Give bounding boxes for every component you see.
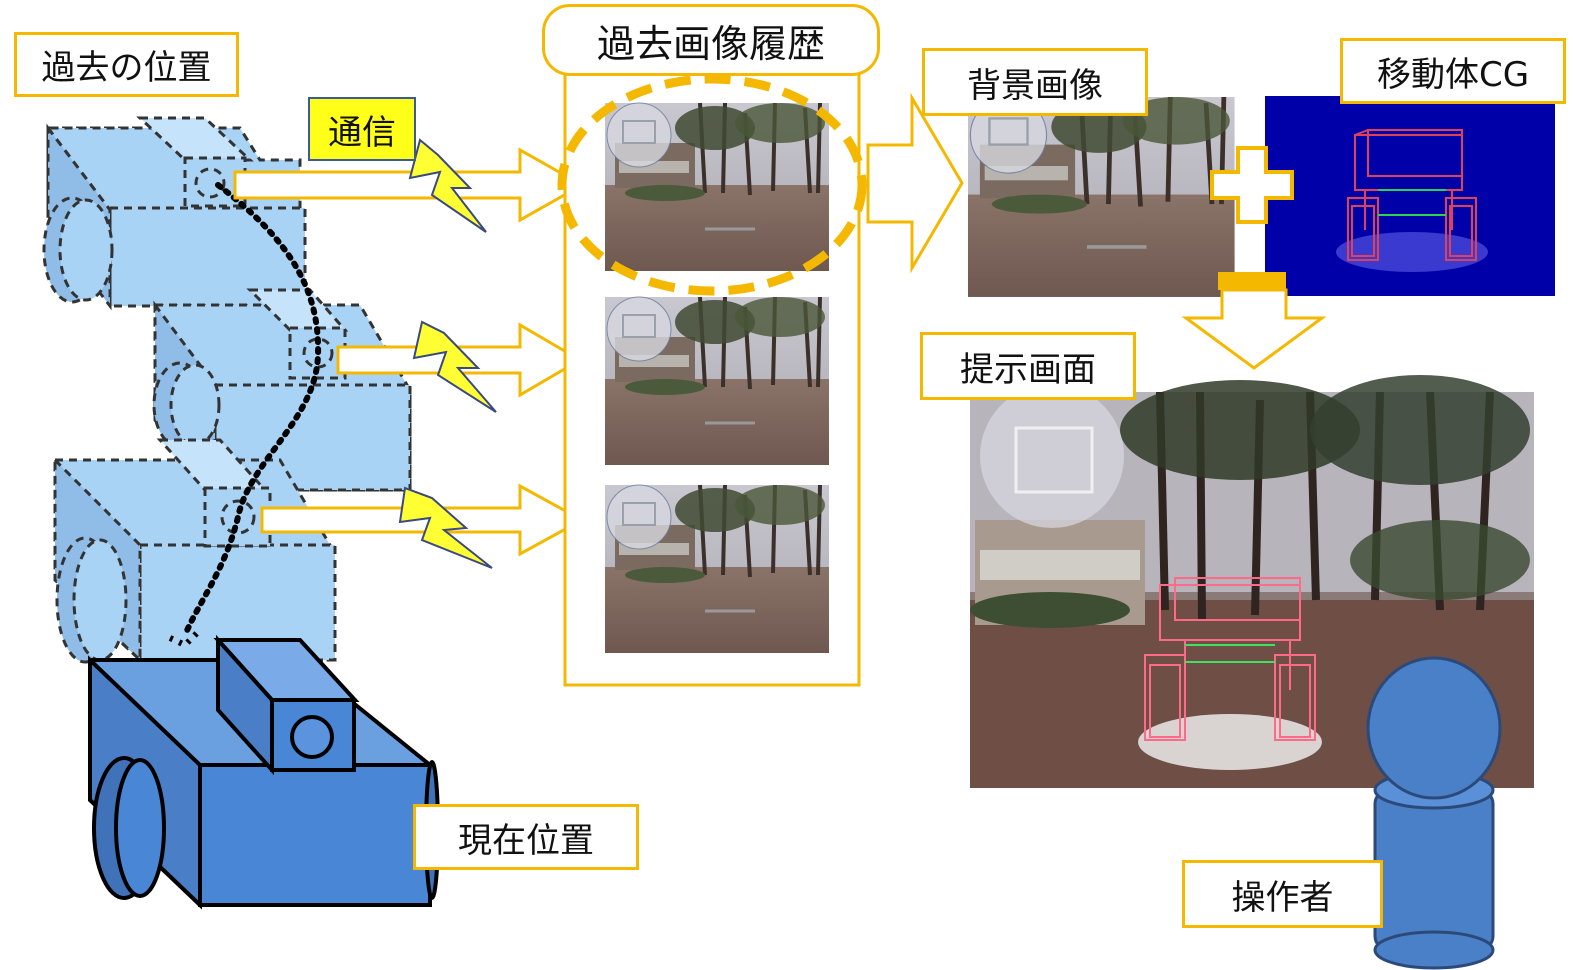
- trajectory-path: [182, 182, 322, 638]
- operator-figure: [1366, 656, 1502, 970]
- plus-icon: [1210, 146, 1294, 224]
- lightning-bolt-icon: [408, 138, 487, 233]
- history-image-2: [603, 295, 831, 467]
- minus-icon: [1218, 272, 1286, 290]
- selected-image-highlight: [557, 74, 867, 296]
- communication-label: 通信: [308, 97, 416, 161]
- background-image-label: 背景画像: [922, 48, 1148, 116]
- history-image-3: [603, 483, 831, 655]
- background-image: [968, 97, 1235, 297]
- robot-cg-wireframe: [1336, 129, 1488, 272]
- image-history-label: 過去画像履歴: [542, 4, 880, 76]
- lightning-bolt-icon: [412, 320, 497, 413]
- current-robot: [88, 634, 440, 910]
- ghost-robot-1: [42, 116, 307, 311]
- lightning-bolt-icon: [398, 486, 493, 569]
- display-screen-label: 提示画面: [920, 332, 1136, 400]
- current-position-label: 現在位置: [413, 804, 639, 870]
- robot-cg-label: 移動体CG: [1340, 38, 1566, 104]
- history-image-1: [603, 101, 831, 273]
- past-position-label: 過去の位置: [14, 32, 239, 97]
- arrow-to-display: [1181, 288, 1327, 370]
- operator-label: 操作者: [1182, 860, 1383, 928]
- trajectory-arrowhead: [168, 627, 203, 649]
- arrow-to-background: [866, 92, 964, 274]
- comm-arrow-1: [233, 147, 586, 223]
